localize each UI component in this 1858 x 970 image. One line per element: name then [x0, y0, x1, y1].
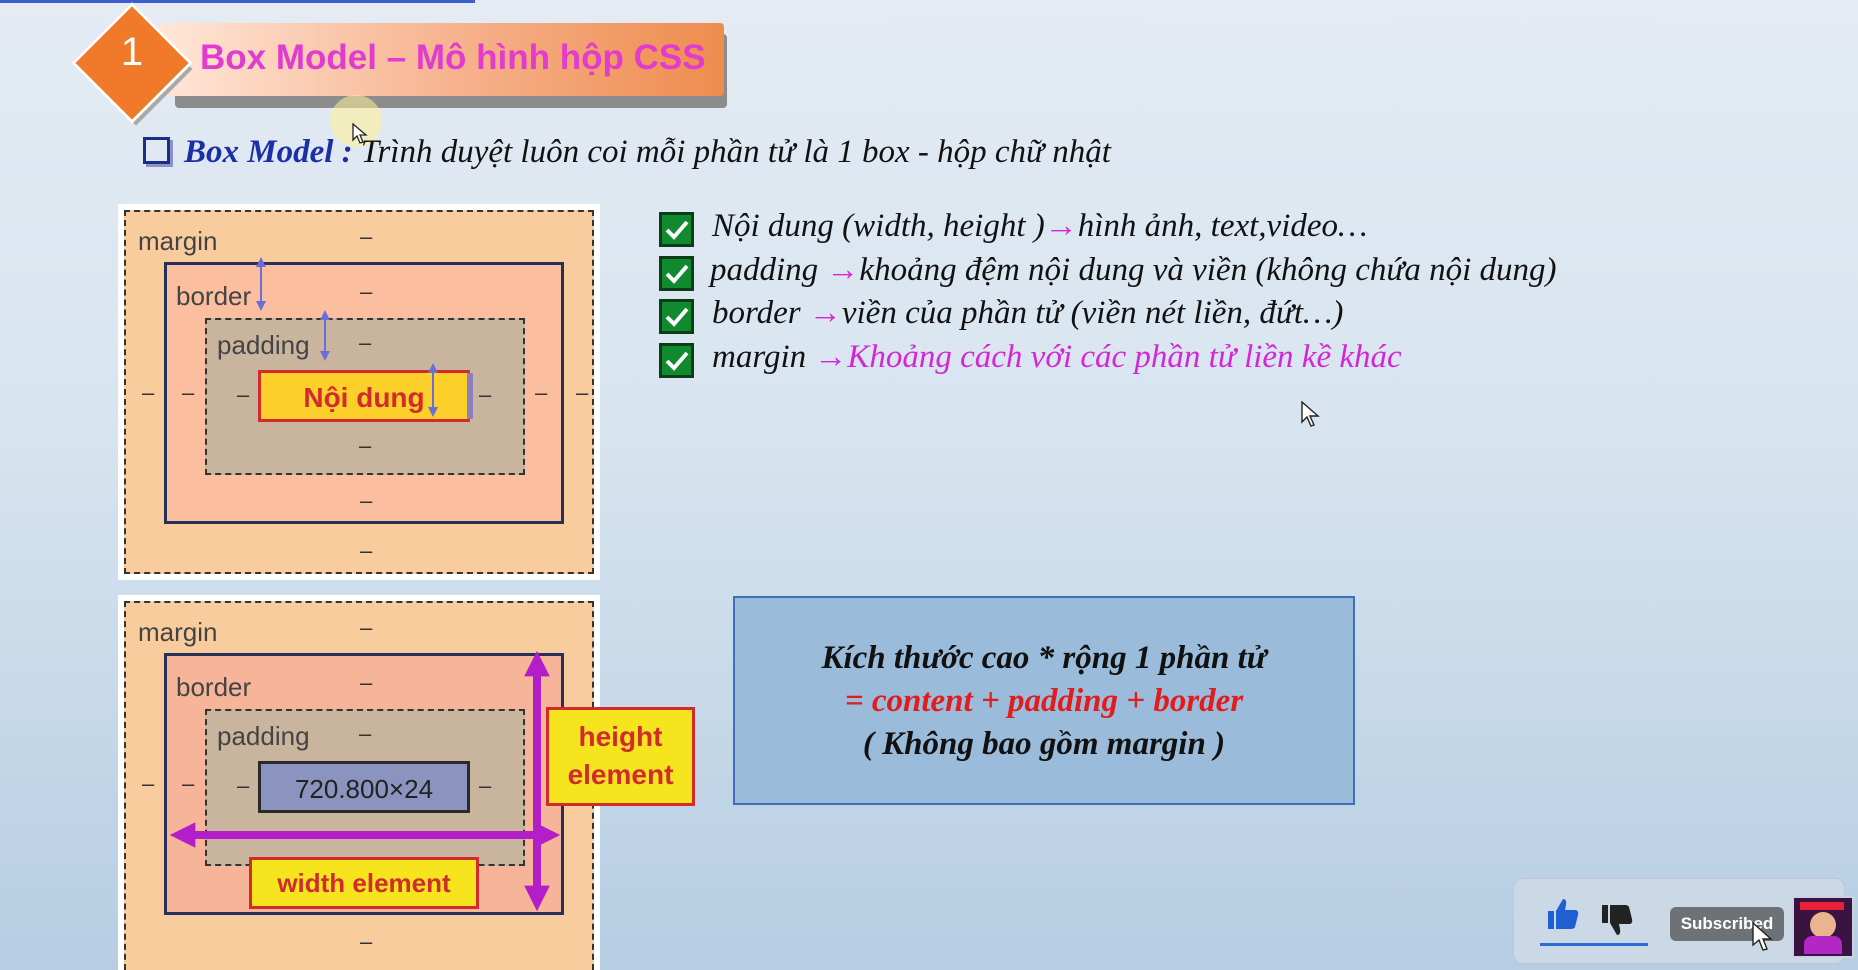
- box-model-diagram-2: margin – – – border – – padding – – – 72…: [118, 595, 600, 970]
- border-label: border: [176, 281, 252, 311]
- video-progress-line[interactable]: [0, 0, 475, 3]
- channel-avatar[interactable]: [1792, 896, 1854, 958]
- formula-box: Kích thước cao * rộng 1 phần tử = conten…: [733, 596, 1355, 805]
- margin-label: margin: [138, 226, 218, 256]
- margin-top-value: –: [360, 224, 373, 249]
- content-label: Nội dung: [303, 382, 425, 413]
- number-badge-label: 1: [120, 30, 144, 74]
- formula-line-1: Kích thước cao * rộng 1 phần tử: [821, 640, 1267, 676]
- padding-area: padding – – – – Nội dung: [205, 318, 525, 475]
- margin-area: margin – – – – border – – – – padding – …: [124, 210, 594, 574]
- padding-top-value: –: [359, 721, 372, 746]
- content-area: 720.800×24: [258, 761, 470, 813]
- subtitle: Box Model : Trình duyệt luôn coi mỗi phầ…: [143, 134, 1111, 171]
- height-tag-line2: element: [567, 759, 674, 790]
- cursor-highlight: [330, 95, 382, 147]
- margin-left-value: –: [142, 771, 155, 796]
- margin-left-value: –: [142, 380, 155, 405]
- avatar-banner: [1800, 902, 1844, 910]
- arrow-icon: →: [826, 252, 860, 288]
- height-tag-line1: height: [578, 721, 663, 752]
- formula-line-2: = content + padding + border: [844, 683, 1244, 719]
- margin-bottom-value: –: [360, 538, 373, 563]
- check-icon: [659, 343, 694, 378]
- border-label: border: [176, 672, 252, 702]
- check-icon: [659, 299, 694, 334]
- margin-top-value: –: [360, 615, 373, 640]
- list-item: margin →Khoảng cách với các phần tử liền…: [712, 339, 1402, 375]
- slide-title: Box Model – Mô hình hộp CSS: [200, 38, 706, 77]
- arrow-icon: →: [1044, 208, 1078, 244]
- border-area: border – – – – padding – – – – Nội dung: [164, 262, 564, 524]
- border-top-value: –: [360, 279, 373, 304]
- mouse-cursor-icon: [1301, 401, 1320, 427]
- arrow-icon: →: [814, 339, 848, 375]
- thumbs-up-icon[interactable]: [1545, 896, 1581, 932]
- padding-right-value: –: [479, 773, 492, 798]
- avatar-face: [1810, 912, 1836, 938]
- check-icon: [659, 212, 694, 247]
- margin-bottom-value: –: [360, 929, 373, 954]
- checkbox-bullet-icon: [143, 137, 170, 164]
- margin-label: margin: [138, 617, 218, 647]
- like-underline: [1540, 943, 1648, 946]
- box-model-diagram-1: margin – – – – border – – – – padding – …: [118, 204, 600, 580]
- padding-bottom-value: –: [359, 433, 372, 458]
- content-size-readout: 720.800×24: [294, 774, 434, 804]
- border-left-value: –: [182, 380, 195, 405]
- padding-right-value: –: [479, 382, 492, 407]
- check-icon: [659, 256, 694, 291]
- thumbs-down-icon[interactable]: [1599, 902, 1635, 938]
- padding-left-value: –: [237, 773, 250, 798]
- subtitle-highlight: Box Model :: [184, 134, 353, 170]
- dimension-arrows: [256, 257, 438, 417]
- margin-right-value: –: [576, 380, 589, 405]
- width-element-tag: width element: [249, 857, 479, 909]
- arrow-icon: →: [808, 295, 842, 331]
- title-banner: [160, 23, 724, 96]
- border-left-value: –: [182, 771, 195, 796]
- border-bottom-value: –: [360, 488, 373, 513]
- list-item: padding →khoảng đệm nội dung và viền (kh…: [710, 252, 1557, 288]
- formula-line-3: ( Không bao gồm margin ): [862, 726, 1226, 762]
- list-item: border →viền của phần tử (viền nét liền,…: [712, 295, 1344, 331]
- subtitle-text: Trình duyệt luôn coi mỗi phần tử là 1 bo…: [352, 134, 1111, 170]
- mouse-cursor-icon: [1752, 922, 1773, 951]
- padding-label: padding: [217, 330, 310, 360]
- list-item: Nội dung (width, height )→hình ảnh, text…: [712, 208, 1368, 244]
- padding-top-value: –: [359, 330, 372, 355]
- height-element-tag: height element: [546, 707, 695, 806]
- content-scrollbar: [467, 373, 473, 419]
- element-size-arrows: [169, 650, 561, 912]
- padding-left-value: –: [237, 382, 250, 407]
- padding-label: padding: [217, 721, 310, 751]
- border-right-value: –: [535, 380, 548, 405]
- border-top-value: –: [360, 670, 373, 695]
- mouse-cursor-icon: [352, 123, 368, 144]
- avatar-body: [1804, 936, 1842, 954]
